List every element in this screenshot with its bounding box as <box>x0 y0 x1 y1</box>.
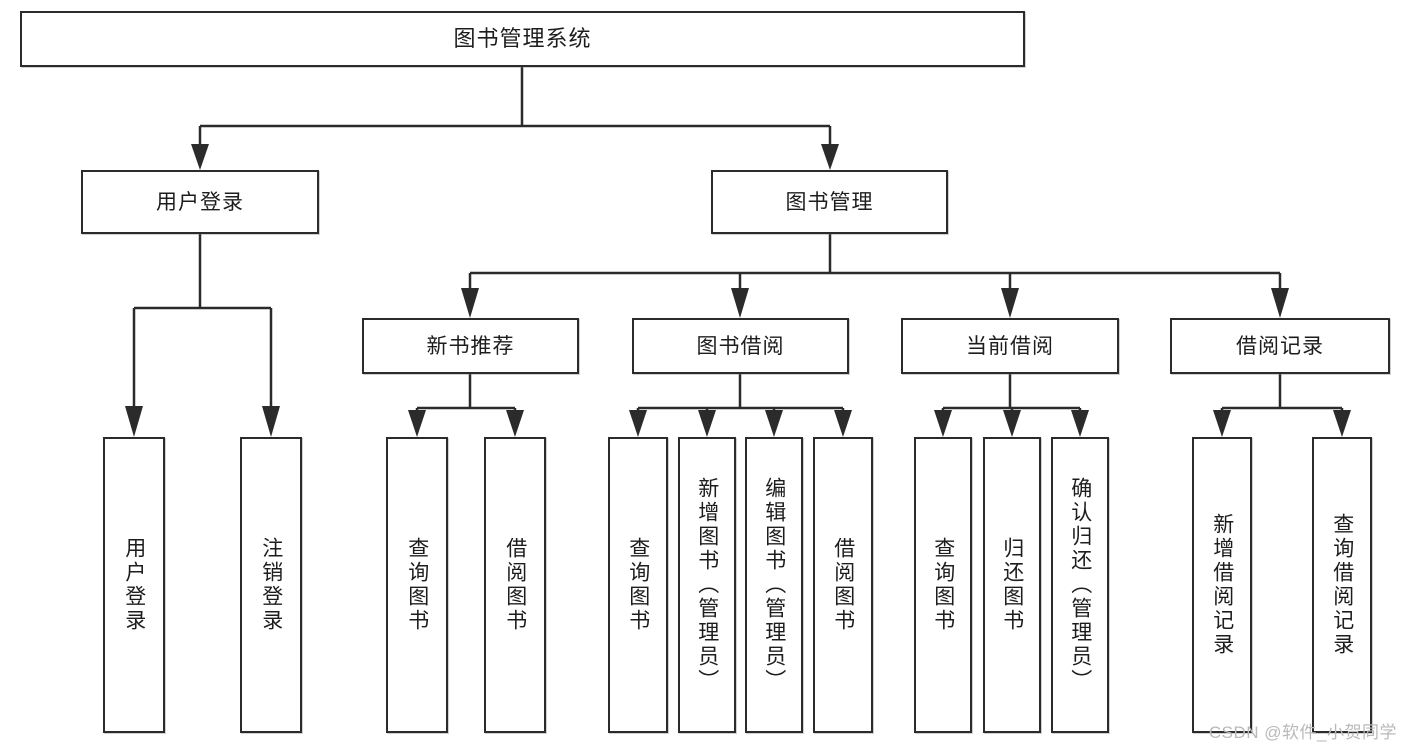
node-label: 借阅图书 <box>831 537 855 633</box>
node-label: 图书借阅 <box>696 334 785 358</box>
node-label: 图书管理系统 <box>453 26 592 51</box>
node-label: 新增借阅记录 <box>1210 513 1234 657</box>
node-label: 新书推荐 <box>426 334 515 358</box>
node-label: 编辑图书（管理员） <box>762 477 786 693</box>
node-label: 图书管理 <box>785 190 874 214</box>
node-label: 借阅记录 <box>1236 334 1324 358</box>
leaf-query-book-borrow[interactable]: 查询图书 <box>608 437 668 733</box>
leaf-confirm-return-admin[interactable]: 确认归还（管理员） <box>1051 437 1109 733</box>
leaf-query-book-current[interactable]: 查询图书 <box>914 437 972 733</box>
leaf-return-book[interactable]: 归还图书 <box>983 437 1041 733</box>
leaf-edit-book-admin[interactable]: 编辑图书（管理员） <box>745 437 803 733</box>
csdn-watermark: CSDN @软件_小贺同学 <box>1208 723 1397 742</box>
leaf-borrow-book[interactable]: 借阅图书 <box>813 437 873 733</box>
node-book-borrow[interactable]: 图书借阅 <box>632 318 849 374</box>
node-root-system[interactable]: 图书管理系统 <box>20 11 1025 67</box>
node-label: 查询图书 <box>405 537 429 633</box>
leaf-query-book-recommend[interactable]: 查询图书 <box>386 437 448 733</box>
node-label: 用户登录 <box>122 537 146 633</box>
node-user-login[interactable]: 用户登录 <box>81 170 319 234</box>
node-label: 注销登录 <box>259 537 283 633</box>
leaf-user-login[interactable]: 用户登录 <box>103 437 165 733</box>
leaf-query-borrow-record[interactable]: 查询借阅记录 <box>1312 437 1372 733</box>
node-label: 查询借阅记录 <box>1330 513 1354 657</box>
node-borrow-record[interactable]: 借阅记录 <box>1170 318 1390 374</box>
node-label: 借阅图书 <box>503 537 527 633</box>
node-new-book-recommend[interactable]: 新书推荐 <box>362 318 579 374</box>
node-label: 当前借阅 <box>966 334 1054 358</box>
node-current-borrow[interactable]: 当前借阅 <box>901 318 1119 374</box>
leaf-borrow-book-recommend[interactable]: 借阅图书 <box>484 437 546 733</box>
node-label: 归还图书 <box>1000 537 1024 633</box>
node-label: 新增图书（管理员） <box>695 477 719 693</box>
node-label: 查询图书 <box>931 537 955 633</box>
node-label: 用户登录 <box>156 190 244 214</box>
leaf-logout[interactable]: 注销登录 <box>240 437 302 733</box>
node-label: 查询图书 <box>626 537 650 633</box>
node-book-management[interactable]: 图书管理 <box>711 170 948 234</box>
node-label: 确认归还（管理员） <box>1068 477 1092 693</box>
leaf-add-borrow-record[interactable]: 新增借阅记录 <box>1192 437 1252 733</box>
leaf-add-book-admin[interactable]: 新增图书（管理员） <box>678 437 736 733</box>
